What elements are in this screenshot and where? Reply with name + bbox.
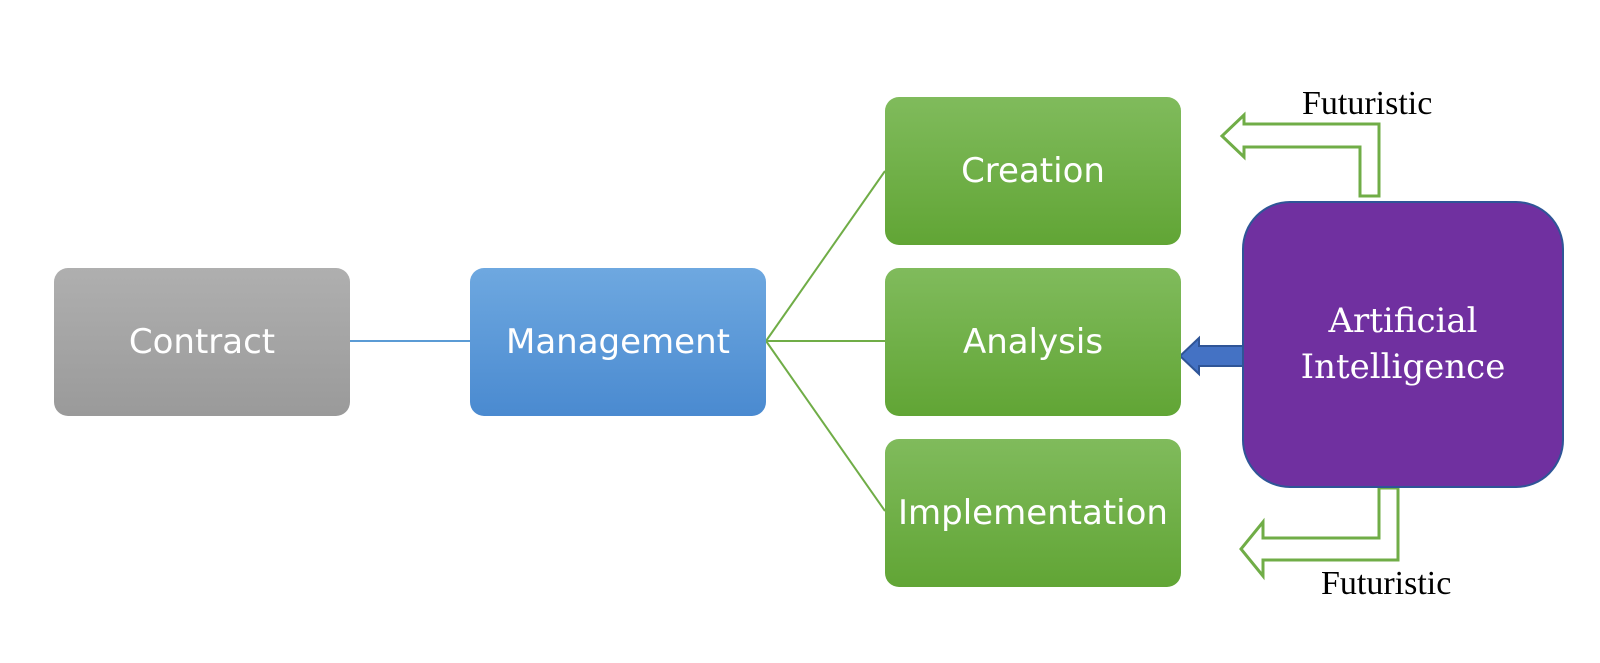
creation-label: Creation <box>961 151 1105 191</box>
management-node: Management <box>470 268 766 416</box>
artificial-intelligence-node: Artificial Intelligence <box>1242 201 1564 488</box>
futuristic-bottom-label: Futuristic <box>1321 565 1452 602</box>
futuristic-top-label: Futuristic <box>1302 85 1433 122</box>
management-creation-connector <box>765 170 886 342</box>
contract-label: Contract <box>128 322 276 362</box>
management-implementation-connector <box>765 340 886 512</box>
futuristic-top-arrow <box>1219 111 1381 198</box>
implementation-node: Implementation <box>885 439 1181 587</box>
ai-to-analysis-arrow <box>1178 335 1244 377</box>
ai-label-line1: Artificial <box>1328 300 1478 341</box>
implementation-label: Implementation <box>898 493 1168 533</box>
analysis-label: Analysis <box>962 322 1104 362</box>
management-label: Management <box>506 322 730 362</box>
futuristic-bottom-arrow <box>1239 486 1400 581</box>
ai-label-line2: Intelligence <box>1300 346 1506 387</box>
creation-node: Creation <box>885 97 1181 245</box>
analysis-node: Analysis <box>885 268 1181 416</box>
contract-node: Contract <box>54 268 350 416</box>
